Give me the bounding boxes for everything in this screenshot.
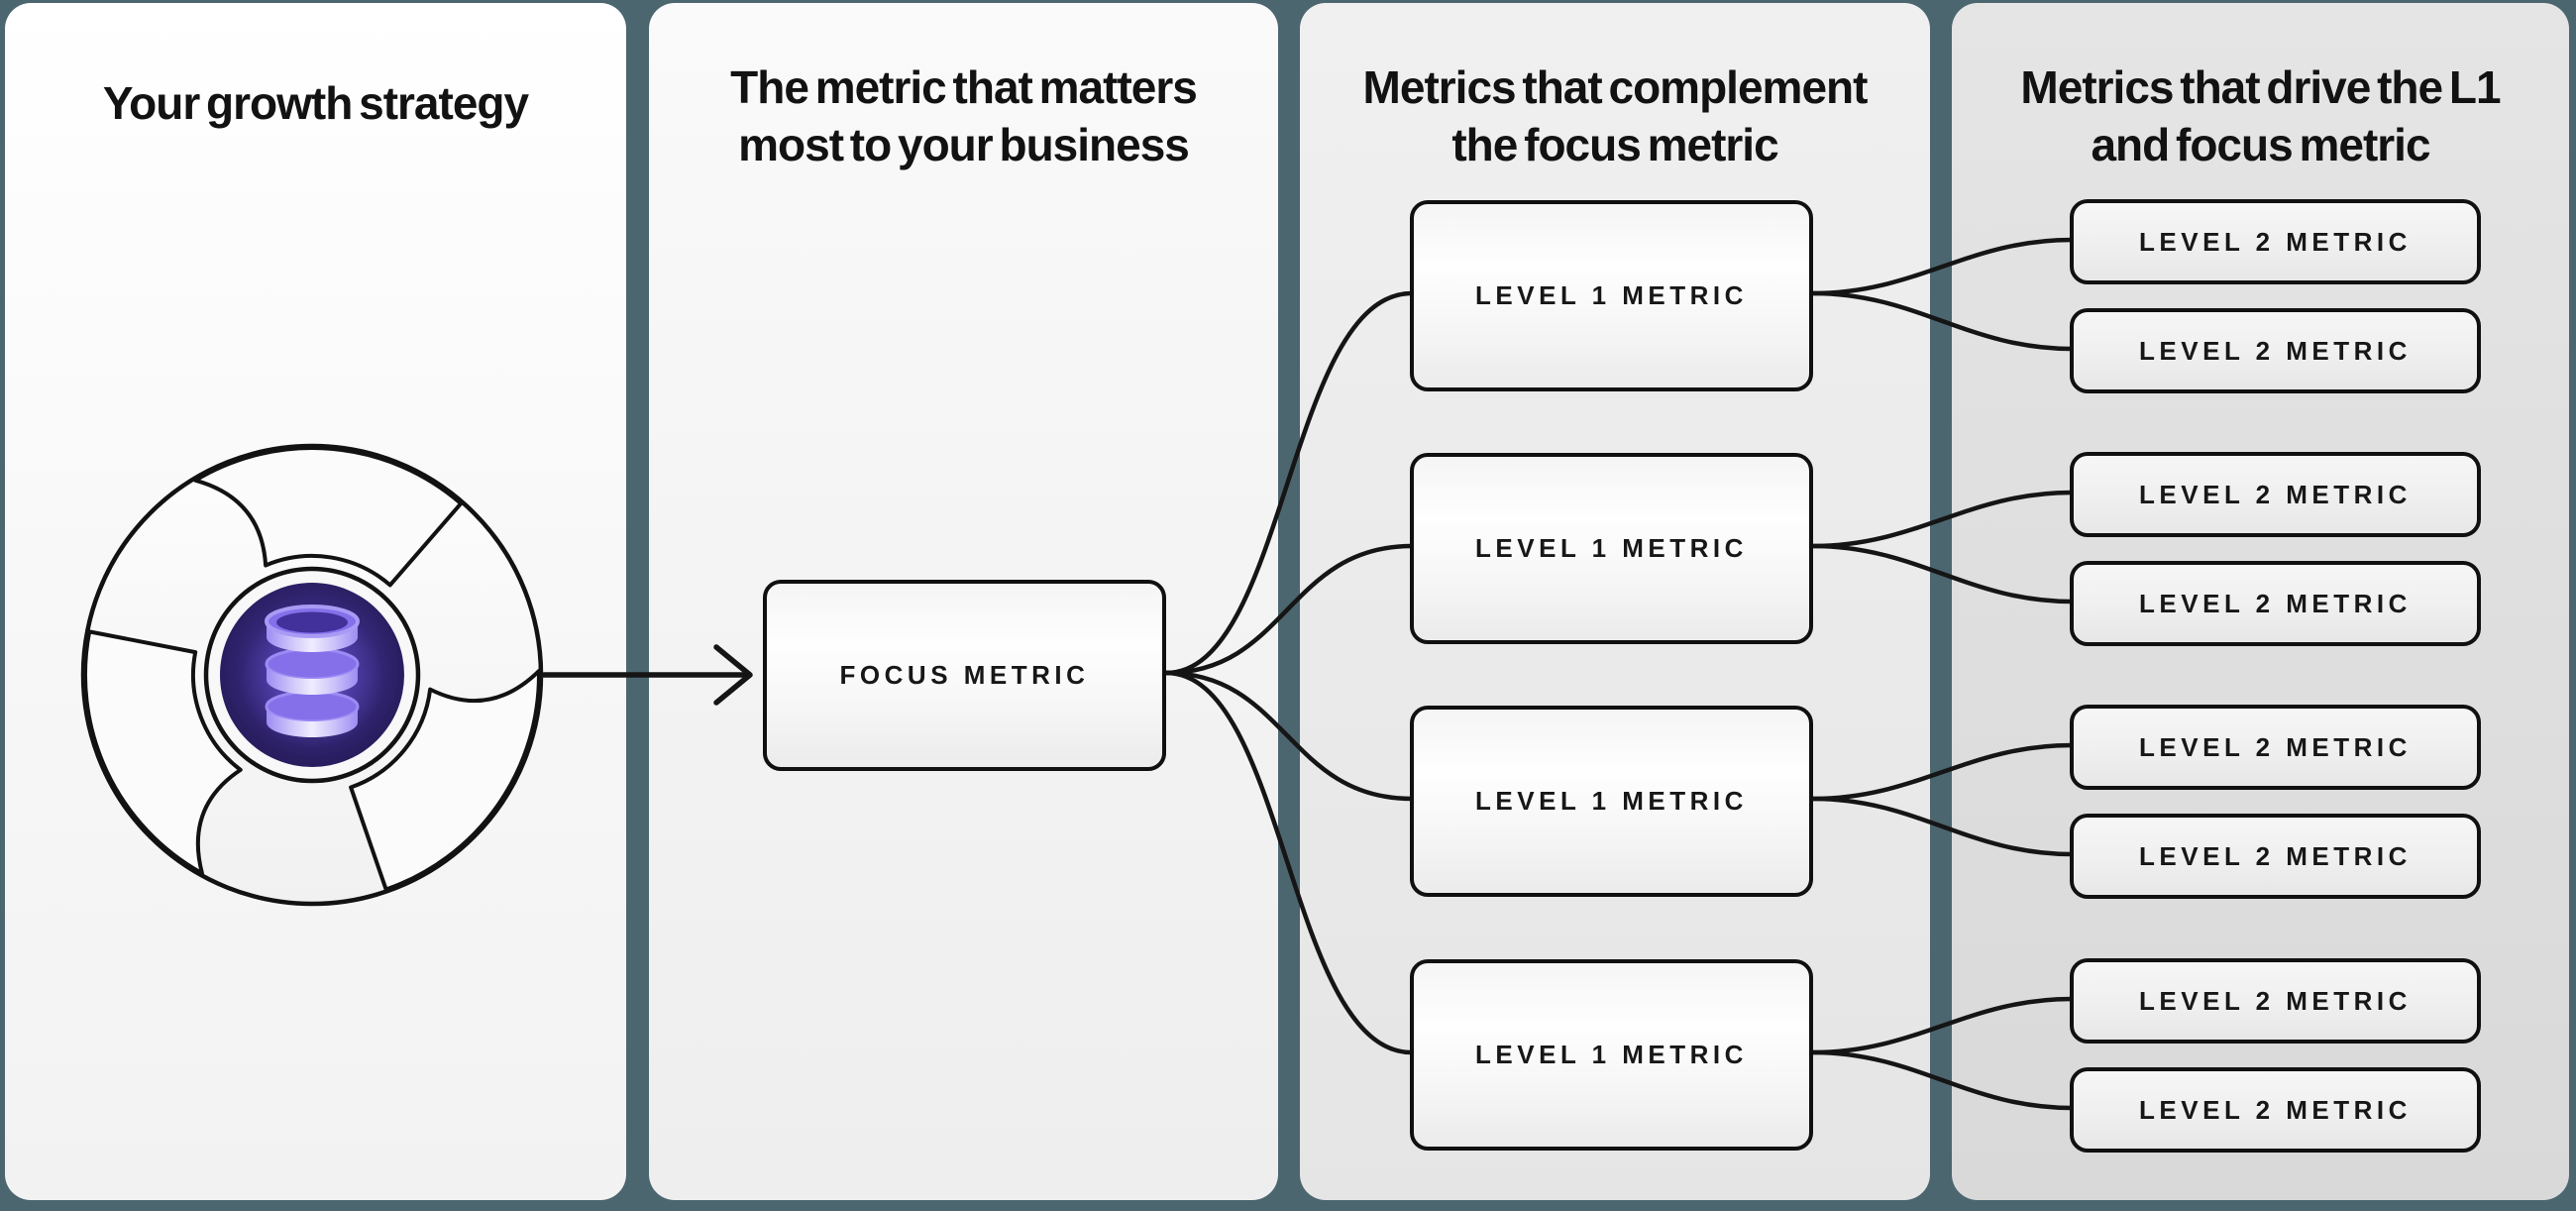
focus-metric-node: FOCUS METRIC (763, 580, 1166, 771)
flywheel-database-icon (80, 443, 544, 907)
panel-title: Metrics that drive the L1 and focus metr… (1952, 3, 2569, 173)
level2-metric-node: LEVEL 2 METRIC (2070, 814, 2481, 899)
fan-connector (1163, 543, 1415, 676)
level2-metric-label: LEVEL 2 METRIC (2139, 1094, 2412, 1125)
l1-l2-connector (1810, 742, 2075, 802)
l1-l2-connector (1810, 796, 2075, 857)
l1-l2-connector (1810, 490, 2075, 549)
database-icon (241, 605, 383, 748)
level1-metric-label: LEVEL 1 METRIC (1475, 1040, 1748, 1069)
arrowhead-icon (713, 644, 753, 706)
level1-metric-label: LEVEL 1 METRIC (1475, 280, 1748, 310)
database-top-well (276, 611, 348, 633)
database-disc-face (267, 707, 358, 737)
l1-l2-connector (1810, 1049, 2075, 1111)
panel-title-line: Metrics that drive the L1 (2020, 61, 2501, 113)
focus-metric-label: FOCUS METRIC (839, 660, 1090, 690)
panel-title-line: Your growth strategy (102, 77, 529, 129)
level2-metric-label: LEVEL 2 METRIC (2139, 840, 2412, 871)
level2-metric-label: LEVEL 2 METRIC (2139, 588, 2412, 618)
panel-title-line: most to your business (738, 119, 1190, 170)
l1-l2-connector (1810, 237, 2075, 296)
panel-title-line: Metrics that complement (1362, 61, 1869, 113)
level2-metric-label: LEVEL 2 METRIC (2139, 226, 2412, 257)
level1-metric-node: LEVEL 1 METRIC (1410, 706, 1813, 897)
panel-title-line: the focus metric (1451, 119, 1778, 170)
flywheel-blade (193, 445, 464, 588)
flywheel-blade (349, 669, 541, 892)
l1-l2-connector (1810, 543, 2075, 605)
panel-title: The metric that matters most to your bus… (649, 3, 1278, 173)
level1-metric-label: LEVEL 1 METRIC (1475, 533, 1748, 563)
panel-title-line: The metric that matters (730, 61, 1198, 113)
panel-focus-metric: The metric that matters most to your bus… (649, 3, 1278, 1200)
flywheel-blade (83, 629, 243, 876)
level2-metric-node: LEVEL 2 METRIC (2070, 1067, 2481, 1153)
level1-metric-node: LEVEL 1 METRIC (1410, 200, 1813, 391)
panel-title: Metrics that complement the focus metric (1300, 3, 1930, 173)
level1-metric-node: LEVEL 1 METRIC (1410, 959, 1813, 1151)
level2-metric-node: LEVEL 2 METRIC (2070, 561, 2481, 646)
level1-metric-node: LEVEL 1 METRIC (1410, 453, 1813, 644)
database-top-rim (265, 605, 360, 638)
level2-metric-label: LEVEL 2 METRIC (2139, 985, 2412, 1016)
l1-l2-connector (1810, 290, 2075, 352)
level2-metric-label: LEVEL 2 METRIC (2139, 335, 2412, 366)
fan-connector (1163, 670, 1415, 1055)
fan-connector (1163, 290, 1415, 676)
fan-connector (1163, 670, 1415, 802)
panel-title: Your growth strategy (5, 3, 626, 132)
flywheel-blades (83, 445, 541, 892)
level2-metric-node: LEVEL 2 METRIC (2070, 452, 2481, 537)
level2-metric-node: LEVEL 2 METRIC (2070, 199, 2481, 284)
level2-metric-label: LEVEL 2 METRIC (2139, 479, 2412, 509)
level2-metric-label: LEVEL 2 METRIC (2139, 731, 2412, 762)
database-disc-face (267, 664, 358, 695)
level2-metric-node: LEVEL 2 METRIC (2070, 958, 2481, 1044)
level2-metric-node: LEVEL 2 METRIC (2070, 308, 2481, 393)
level1-metric-label: LEVEL 1 METRIC (1475, 786, 1748, 816)
l1-l2-connector (1810, 996, 2075, 1055)
level2-metric-node: LEVEL 2 METRIC (2070, 705, 2481, 790)
panel-title-line: and focus metric (2091, 119, 2430, 170)
